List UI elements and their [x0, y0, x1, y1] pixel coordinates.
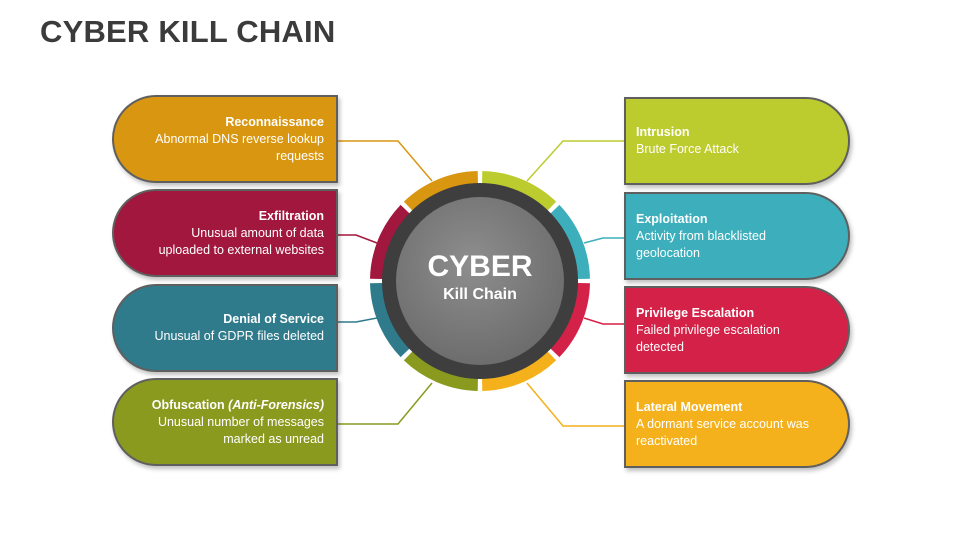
- card-heading: Privilege Escalation: [636, 305, 755, 320]
- connector-denial-of-service: [338, 317, 378, 323]
- card-heading: Denial of Service: [223, 312, 324, 326]
- connector-exploitation: [583, 237, 624, 244]
- hub-label-small: Kill Chain: [443, 286, 517, 303]
- connector-privilege-escalation: [583, 317, 624, 325]
- card-lateral-movement: Lateral Movement A dormant service accou…: [624, 380, 850, 468]
- connector-exfiltration: [338, 234, 378, 244]
- card-text: Failed privilege escalation detected: [636, 322, 780, 354]
- card-reconnaissance: Reconnaissance Abnormal DNS reverse look…: [112, 95, 338, 183]
- hub-label: CYBER Kill Chain: [380, 250, 580, 306]
- card-heading: Obfuscation (Anti-Forensics): [151, 397, 324, 412]
- card-heading: Lateral Movement: [636, 399, 743, 414]
- hub-label-big: CYBER: [427, 250, 533, 283]
- card-text: A dormant service account was reactivate…: [636, 416, 809, 448]
- card-heading: Reconnaissance: [225, 114, 324, 129]
- card-text: Unusual number of messages marked as unr…: [157, 414, 324, 446]
- card-exfiltration: Exfiltration Unusual amount of data uplo…: [112, 189, 338, 277]
- card-exploitation: Exploitation Activity from blacklisted g…: [624, 192, 850, 280]
- card-privilege-escalation: Privilege Escalation Failed privilege es…: [624, 286, 850, 374]
- connector-lateral-movement: [526, 382, 624, 427]
- hub-inner-circle: [396, 197, 564, 365]
- page-title: CYBER KILL CHAIN: [40, 14, 336, 49]
- connector-reconnaissance: [338, 140, 433, 182]
- card-text: Abnormal DNS reverse lookup requests: [155, 131, 324, 163]
- card-heading: Intrusion: [636, 125, 690, 139]
- connector-intrusion: [526, 140, 624, 182]
- connector-obfuscation: [338, 382, 433, 425]
- card-text: Activity from blacklisted geolocation: [636, 228, 766, 260]
- card-denial-of-service: Denial of Service Unusual of GDPR files …: [112, 284, 338, 372]
- card-text: Unusual of GDPR files deleted: [154, 329, 324, 343]
- card-intrusion: Intrusion Brute Force Attack: [624, 97, 850, 185]
- card-heading: Exploitation: [636, 211, 708, 226]
- card-text: Unusual amount of data uploaded to exter…: [158, 225, 324, 257]
- card-obfuscation: Obfuscation (Anti-Forensics) Unusual num…: [112, 378, 338, 466]
- card-heading: Exfiltration: [258, 208, 324, 223]
- card-text: Brute Force Attack: [636, 142, 739, 156]
